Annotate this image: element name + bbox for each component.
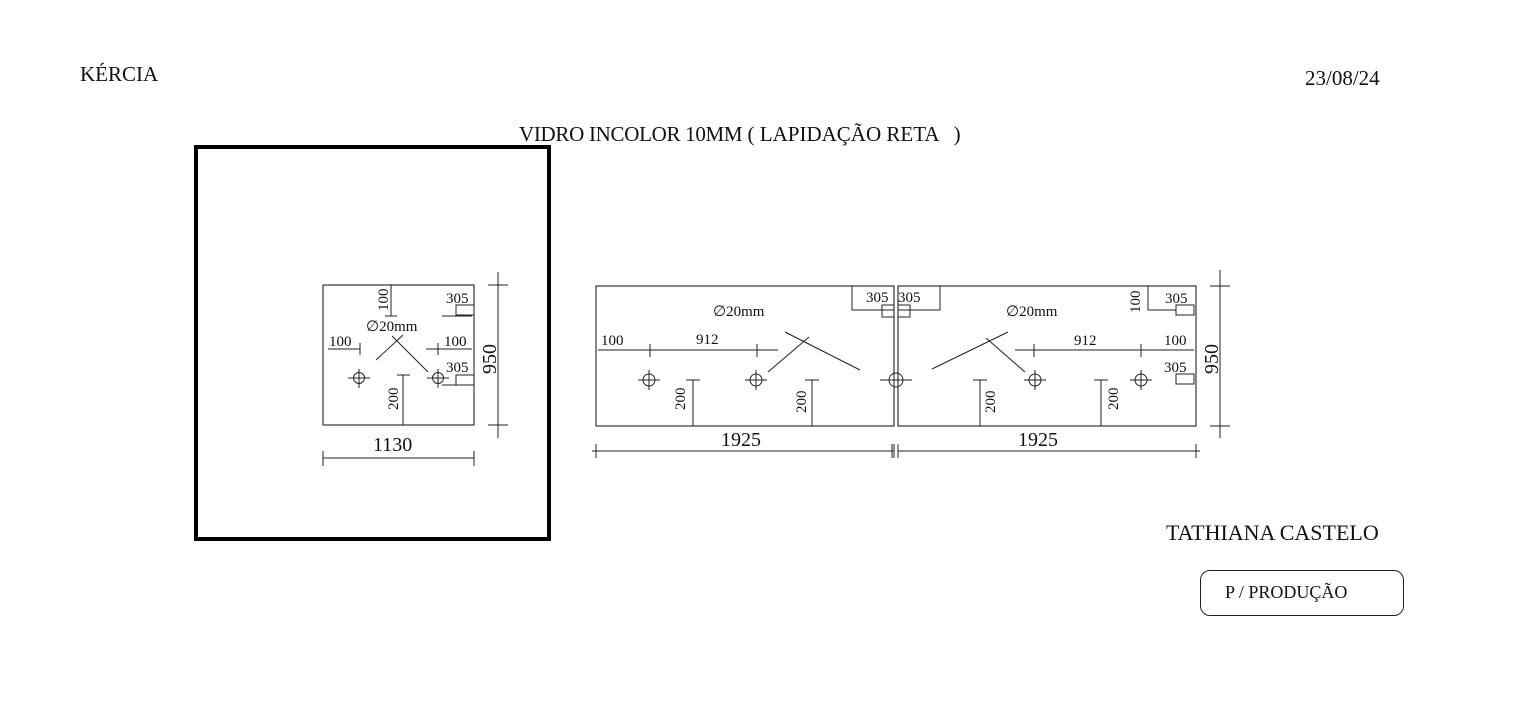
left-panel: ∅20mm 100 912 305 200 200 1925 xyxy=(592,285,895,458)
small-piece: ∅20mm 100 100 305 305 100 200 1130 950 xyxy=(322,272,508,466)
left-panel-hole-diameter: ∅20mm xyxy=(713,304,765,320)
right-panel-top-offset: 100 xyxy=(1128,291,1144,314)
right-panel-hole-spacing: 912 xyxy=(1074,333,1097,349)
right-panel-notch-top: 305 xyxy=(1165,291,1188,307)
right-panel-hole-diameter: ∅20mm xyxy=(1006,304,1058,320)
small-corner-notch-top-label: 305 xyxy=(446,291,469,307)
right-panel: ∅20mm 912 100 305 305 305 100 200 200 19… xyxy=(897,270,1230,458)
small-piece-outline xyxy=(322,284,475,426)
left-panel-hole-height-a: 200 xyxy=(673,388,689,411)
left-panel-hole-spacing: 912 xyxy=(696,332,719,348)
panel-joint xyxy=(880,372,912,458)
small-top-offset: 100 xyxy=(376,289,392,312)
right-panel-height: 950 xyxy=(1201,344,1223,374)
right-panel-hole-height-b: 200 xyxy=(1106,388,1122,411)
small-corner-notch-top xyxy=(455,304,475,316)
open-paren: ( xyxy=(747,122,755,146)
left-panel-notch xyxy=(851,285,895,311)
right-panel-notch-side: 305 xyxy=(1164,360,1187,376)
right-panel-edge-offset: 100 xyxy=(1164,333,1187,349)
small-hole-height: 200 xyxy=(386,388,402,411)
highlight-frame xyxy=(194,145,551,541)
right-panel-outline xyxy=(897,285,1197,427)
customer-name: TATHIANA CASTELO xyxy=(1166,520,1379,545)
left-panel-outline xyxy=(595,285,895,427)
close-paren: ) xyxy=(953,122,961,146)
small-piece-width: 1130 xyxy=(373,434,412,456)
right-panel-width: 1925 xyxy=(1018,429,1058,451)
order-date: 23/08/24 xyxy=(1305,66,1380,90)
production-status-badge: P / PRODUÇÃO xyxy=(1200,570,1404,616)
glass-specification: VIDRO INCOLOR 10MM ( LAPIDAÇÃO RETA ) xyxy=(519,122,961,147)
left-panel-edge-offset: 100 xyxy=(601,333,624,349)
glass-type: VIDRO INCOLOR 10MM xyxy=(519,122,743,146)
left-panel-hole-height-b: 200 xyxy=(794,391,810,414)
right-panel-notch xyxy=(897,285,941,311)
left-panel-width: 1925 xyxy=(721,429,761,451)
small-left-margin: 100 xyxy=(329,334,352,350)
left-panel-notch-label: 305 xyxy=(866,290,889,306)
finish-type: LAPIDAÇÃO RETA xyxy=(759,122,939,146)
small-piece-height: 950 xyxy=(479,344,501,374)
small-hole-diameter: ∅20mm xyxy=(366,319,418,335)
client-name: KÉRCIA xyxy=(80,62,159,86)
small-corner-notch-side-label: 305 xyxy=(446,360,469,376)
right-panel-hole-height-a: 200 xyxy=(983,391,999,414)
small-right-margin: 100 xyxy=(444,334,467,350)
right-panel-notch-center: 305 xyxy=(898,290,921,306)
